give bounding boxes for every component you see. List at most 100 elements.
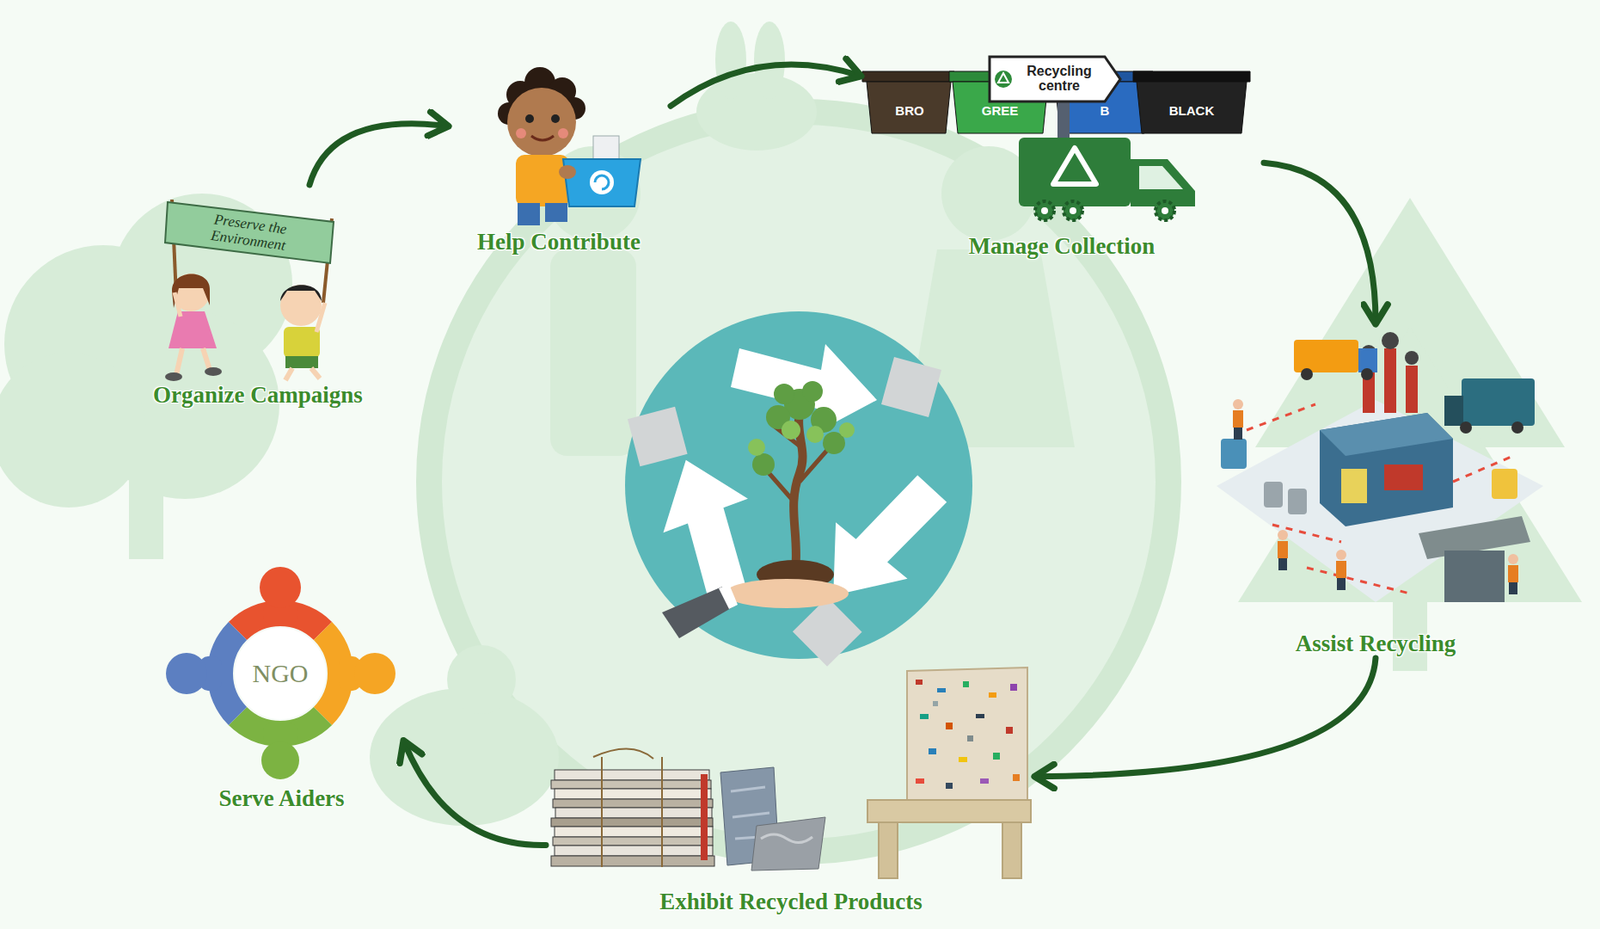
- step-caption: Organize Campaigns: [153, 380, 363, 410]
- recycled-products-part-part: [554, 845, 713, 856]
- collection-bins-and-truck-part-part: [1063, 201, 1083, 221]
- center-recycle-emblem-part-part: [773, 383, 795, 405]
- recycled-products-part-part: [980, 778, 989, 784]
- step-caption: Serve Aiders: [218, 783, 344, 813]
- campaign-kids-part: [174, 292, 181, 317]
- recycled-products-part: [593, 747, 663, 867]
- recycling-plant-part-part: [1287, 488, 1307, 515]
- campaign-kids-part: [285, 367, 293, 381]
- campaign-kids-part: [168, 311, 217, 349]
- collection-bins-and-truck-part-part: [1035, 201, 1055, 221]
- recycling-plant-part: [1405, 365, 1418, 413]
- center-recycle-emblem-part-part: [881, 356, 942, 417]
- workers-part: [1336, 560, 1347, 578]
- workers-part: [1336, 577, 1346, 590]
- recycling-plant-part: [1300, 367, 1313, 381]
- center-recycle-emblem-part-part: [781, 420, 801, 440]
- child-with-basket-part: [531, 135, 554, 141]
- campaign-kids: [165, 199, 334, 381]
- center-recycle-emblem-part: [765, 425, 830, 503]
- collection-bins-and-truck-part-part: [1136, 81, 1247, 134]
- child-with-basket-part: [515, 128, 527, 139]
- recycling-plant-part: [1319, 412, 1453, 456]
- recycled-products-part-part: [962, 680, 969, 687]
- cycle-arrow: [309, 123, 448, 185]
- workers-part: [1232, 398, 1244, 410]
- child-with-basket-part: [545, 202, 568, 222]
- step-caption: Help Contribute: [477, 226, 641, 257]
- ngo-people-ring-part: [259, 566, 301, 608]
- cycle-step: Serve Aiders NGO: [159, 558, 405, 813]
- campaign-kids-part: [176, 348, 183, 375]
- center-recycle-emblem-part: [625, 311, 973, 659]
- center-recycle-emblem-part: [752, 380, 846, 476]
- workers-part: [1277, 529, 1288, 540]
- recycled-products-part: [907, 667, 1028, 804]
- recycling-plant-part: [1491, 468, 1518, 499]
- child-with-basket-part: [551, 114, 560, 123]
- center-recycle-emblem-part-part: [747, 438, 766, 456]
- recycled-products-part-part: [945, 722, 953, 730]
- recycling-plant-part: [1341, 468, 1368, 503]
- recycled-products-part-part: [975, 713, 985, 718]
- recycling-plant-part: [1216, 399, 1544, 602]
- recycling-plant-part: [1461, 378, 1535, 426]
- step-caption: Assist Recycling: [1295, 628, 1457, 658]
- recycled-products-part-part: [937, 687, 946, 693]
- recycled-products-part-part: [552, 798, 713, 808]
- collection-bins-and-truck-part: [1035, 201, 1175, 221]
- workers-part: [1233, 427, 1243, 440]
- recycled-products-part-part: [915, 679, 923, 685]
- ngo-text: NGO: [252, 660, 309, 687]
- watermark-part: [447, 644, 516, 714]
- recycling-plant-part-part: [1452, 455, 1514, 482]
- recycling-plant-part: [1384, 464, 1423, 491]
- collection-bins-and-truck-part-part: [1041, 207, 1049, 215]
- recycling-plant-part: [1319, 412, 1453, 527]
- child-with-basket-part: [507, 87, 577, 157]
- recycling-plant-part: [1511, 421, 1524, 434]
- recycled-products-part-part: [958, 756, 968, 762]
- cycle-arrow: [404, 741, 546, 845]
- watermark-part: [550, 249, 637, 456]
- recycled-products-part-part: [1012, 773, 1020, 781]
- workers-part: [1232, 410, 1244, 428]
- cycle-step: Exhibit Recycled Products: [545, 662, 1037, 916]
- recycled-products-part-part: [1010, 683, 1018, 691]
- watermark-part: [0, 352, 147, 508]
- recycled-products-part: [551, 769, 715, 866]
- watermark-part: [754, 21, 785, 99]
- recycling-plant: [1216, 331, 1544, 602]
- center-recycle-emblem: [616, 311, 973, 673]
- workers-part: [1278, 557, 1288, 571]
- recycling-plant-part: [1384, 348, 1397, 413]
- child-with-basket-part: [515, 154, 570, 207]
- recycling-plant-part: [1246, 404, 1514, 594]
- child-with-basket-part: [563, 159, 641, 207]
- center-recycle-emblem-part: [637, 343, 955, 624]
- recycling-plant-part: [1444, 395, 1464, 426]
- ngo-circle: NGO: [234, 627, 326, 719]
- campaign-kids-part: [165, 202, 334, 264]
- campaign-kids-part: [204, 367, 222, 376]
- workers-part: [1336, 549, 1347, 560]
- center-recycle-emblem-part: [718, 583, 738, 609]
- center-recycle-emblem-part-part: [730, 343, 877, 435]
- watermark: [0, 21, 1582, 852]
- collection-bins-and-truck-part-part: [1161, 207, 1169, 215]
- bin-label: GREE: [961, 104, 1039, 117]
- ngo-people-ring-part: [354, 652, 396, 694]
- recycling-plant-part-part: [1404, 350, 1419, 365]
- child-with-basket-part: [589, 170, 614, 195]
- campaign-kids-part: [202, 348, 210, 370]
- recycled-products-part: [700, 773, 708, 860]
- cycle-step: Assist Recycling: [1199, 322, 1552, 658]
- recycled-products-part-part: [551, 779, 712, 789]
- recycled-products: [551, 667, 1031, 878]
- recycling-plant-part: [1293, 339, 1359, 373]
- center-recycle-emblem-part: [724, 578, 849, 608]
- recycled-products-part-part: [993, 752, 1000, 760]
- recycled-products-part-part: [554, 826, 713, 837]
